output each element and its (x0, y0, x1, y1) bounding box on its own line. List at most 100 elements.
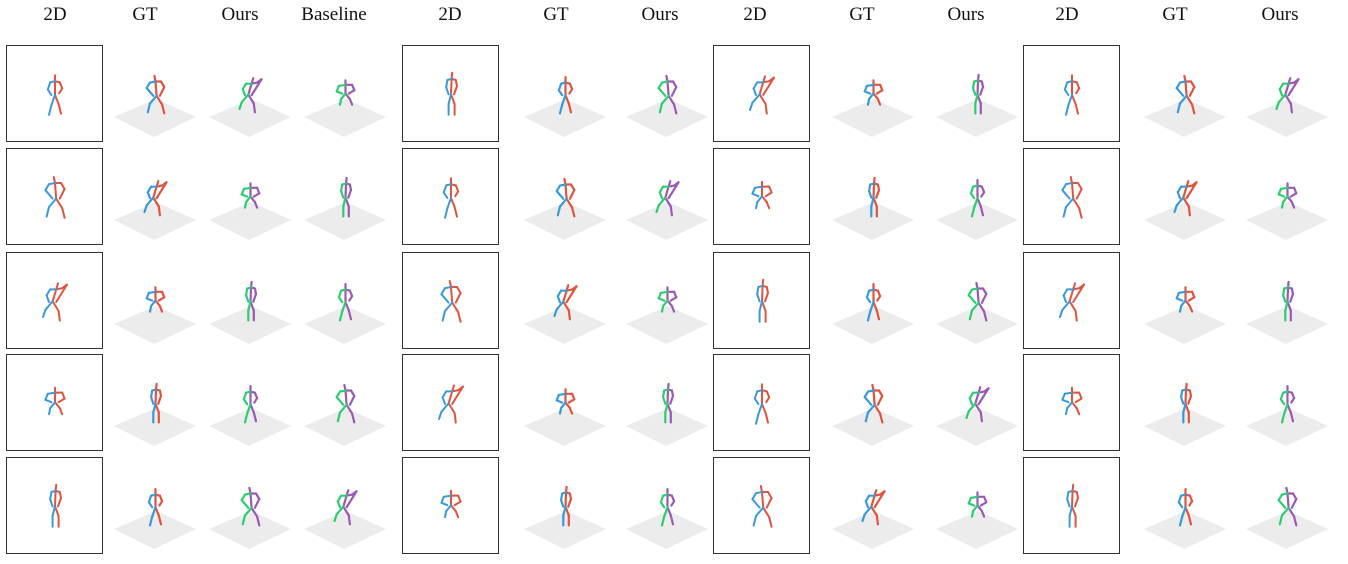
2d-pose-panel (1023, 354, 1120, 451)
gt-3d-pose-panel (1130, 459, 1230, 559)
ours-3d-pose-panel (1232, 150, 1332, 250)
3d-skeleton (114, 74, 196, 137)
3d-skeleton (1144, 382, 1226, 446)
ground-plane (304, 202, 386, 240)
3d-skeleton (114, 286, 196, 344)
3d-skeleton (626, 74, 708, 137)
2d-skeleton (753, 383, 771, 425)
3d-skeleton (304, 283, 386, 344)
ground-plane (524, 306, 606, 344)
ground-plane (304, 511, 386, 549)
ground-plane (936, 408, 1018, 446)
column-header-gt-1: GT (132, 4, 158, 25)
2d-skeleton (442, 177, 460, 219)
2d-pose-panel (1023, 252, 1120, 349)
ground-plane (304, 99, 386, 137)
ours-3d-pose-panel (922, 459, 1022, 559)
2d-skeleton (751, 180, 773, 210)
2d-skeleton (46, 74, 64, 116)
2d-pose-panel (713, 354, 810, 451)
ground-plane (1144, 306, 1226, 344)
ours-3d-pose-panel (612, 150, 712, 250)
2d-pose-panel (402, 252, 499, 349)
2d-pose-panel (6, 252, 103, 349)
3d-skeleton (304, 176, 386, 240)
3d-skeleton (626, 488, 708, 549)
2d-skeleton (1063, 74, 1081, 116)
3d-skeleton (524, 388, 606, 446)
column-header-2d-3: 2D (743, 4, 767, 25)
ours-3d-pose-panel (1232, 47, 1332, 147)
2d-skeleton (44, 176, 66, 219)
ground-plane (1246, 306, 1328, 344)
2d-skeleton (42, 282, 68, 322)
ground-plane (1246, 202, 1328, 240)
ground-plane (832, 306, 914, 344)
3d-skeleton (1246, 385, 1328, 446)
2d-skeleton (49, 483, 62, 528)
column-header-2d-2: 2D (438, 4, 462, 25)
2d-skeleton (756, 278, 769, 323)
ground-plane (1144, 511, 1226, 549)
ours-3d-pose-panel (195, 356, 295, 456)
gt-3d-pose-panel (818, 459, 918, 559)
ground-plane (524, 99, 606, 137)
2d-pose-panel (6, 457, 103, 554)
3d-skeleton (626, 382, 708, 446)
2d-pose-panel (402, 457, 499, 554)
ground-plane (626, 511, 708, 549)
2d-pose-panel (1023, 457, 1120, 554)
baseline-3d-pose-panel (290, 459, 390, 559)
gt-3d-pose-panel (510, 459, 610, 559)
3d-skeleton (1246, 77, 1328, 137)
gt-3d-pose-panel (100, 254, 200, 354)
2d-skeleton (749, 75, 775, 115)
gt-3d-pose-panel (100, 459, 200, 559)
ground-plane (114, 306, 196, 344)
2d-pose-panel (713, 148, 810, 245)
gt-3d-pose-panel (818, 150, 918, 250)
column-header-gt-2: GT (543, 4, 569, 25)
2d-pose-panel (1023, 45, 1120, 142)
3d-skeleton (626, 180, 708, 240)
gt-3d-pose-panel (1130, 254, 1230, 354)
column-header-2d-1: 2D (43, 4, 67, 25)
ground-plane (832, 202, 914, 240)
ground-plane (304, 408, 386, 446)
baseline-3d-pose-panel (290, 150, 390, 250)
ground-plane (209, 511, 291, 549)
gt-3d-pose-panel (1130, 356, 1230, 456)
3d-skeleton (626, 286, 708, 344)
3d-skeleton (1246, 280, 1328, 344)
3d-skeleton (304, 489, 386, 549)
2d-skeleton (440, 489, 462, 519)
2d-skeleton (751, 485, 773, 528)
column-header-gt-3: GT (849, 4, 875, 25)
3d-skeleton (1144, 286, 1226, 344)
column-header-gt-4: GT (1162, 4, 1188, 25)
ours-3d-pose-panel (612, 254, 712, 354)
2d-pose-panel (402, 45, 499, 142)
ground-plane (936, 306, 1018, 344)
3d-skeleton (936, 386, 1018, 446)
3d-skeleton (209, 486, 291, 549)
2d-pose-panel (713, 45, 810, 142)
ground-plane (1144, 408, 1226, 446)
ground-plane (832, 511, 914, 549)
gt-3d-pose-panel (818, 356, 918, 456)
ours-3d-pose-panel (922, 254, 1022, 354)
3d-skeleton (524, 284, 606, 344)
3d-skeleton (832, 176, 914, 240)
ground-plane (209, 99, 291, 137)
ours-3d-pose-panel (195, 459, 295, 559)
3d-skeleton (209, 280, 291, 344)
gt-3d-pose-panel (100, 47, 200, 147)
gt-3d-pose-panel (1130, 150, 1230, 250)
2d-pose-panel (402, 148, 499, 245)
column-header-ours-3: Ours (947, 4, 985, 25)
ours-3d-pose-panel (195, 254, 295, 354)
ground-plane (626, 99, 708, 137)
ground-plane (832, 408, 914, 446)
3d-skeleton (524, 485, 606, 549)
3d-skeleton (114, 488, 196, 549)
